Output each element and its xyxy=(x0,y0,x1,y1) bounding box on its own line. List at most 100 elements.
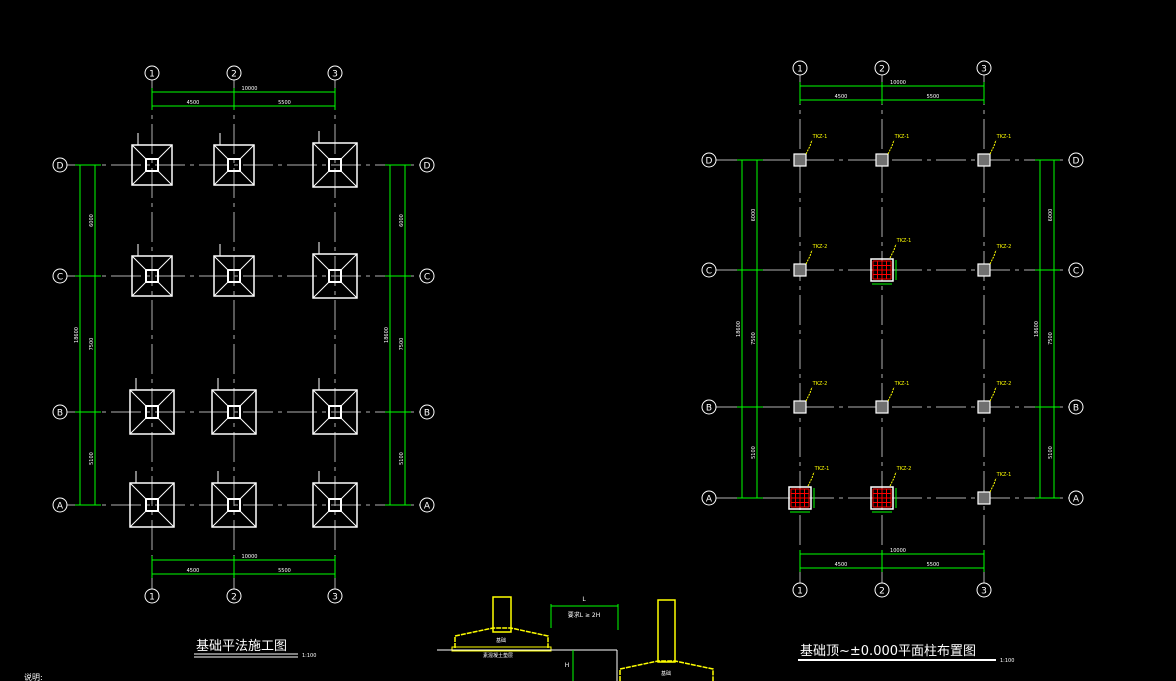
column-label-TKZ-1: TKZ-1 xyxy=(894,134,910,140)
footing-slope-line xyxy=(157,170,173,186)
axis-bottom-3-bubble xyxy=(976,582,992,598)
axis-left-D-bubble xyxy=(701,152,717,168)
footing-slope-line xyxy=(312,142,330,160)
column-leader xyxy=(887,139,895,155)
dim-text-span-vertical: 5100 xyxy=(1048,446,1054,459)
detail-dim-h-label: H xyxy=(565,662,570,669)
footing-slope-line xyxy=(340,482,358,500)
footing-column xyxy=(328,158,342,172)
dim-text-total-vertical: 18600 xyxy=(1034,321,1040,337)
axis-right-A-label: A xyxy=(1073,495,1080,505)
axis-top-3-label: 3 xyxy=(981,65,987,75)
column-label-TKZ-1: TKZ-1 xyxy=(814,466,830,472)
column-section xyxy=(875,153,889,167)
dim-text-span: 5500 xyxy=(278,100,291,106)
column-section xyxy=(977,153,991,167)
dim-text-span: 4500 xyxy=(835,562,848,568)
dim-text-span: 5500 xyxy=(927,562,940,568)
axis-top-2-bubble xyxy=(226,65,242,81)
axis-bottom-3-label: 3 xyxy=(332,593,338,603)
column-label-TKZ-2: TKZ-2 xyxy=(996,244,1012,250)
axis-left-C-label: C xyxy=(706,267,712,277)
dim-text-span: 5500 xyxy=(278,568,291,574)
left-plan-scale: 1:100 xyxy=(302,653,316,659)
footing-outline xyxy=(312,253,358,299)
axis-left-C-label: C xyxy=(57,273,63,283)
axis-right-A-label: A xyxy=(424,502,431,512)
column-section xyxy=(977,400,991,414)
dim-text-span-vertical: 5100 xyxy=(399,452,405,465)
detail-footing-1 xyxy=(454,627,549,648)
footing-slope-line xyxy=(131,255,147,271)
footing-slope-line xyxy=(213,281,229,297)
column-leader xyxy=(805,249,813,265)
axis-left-A-label: A xyxy=(706,495,713,505)
detail-dim-l-label: L xyxy=(582,596,586,603)
axis-left-C-bubble xyxy=(52,268,68,284)
footing-slope-line xyxy=(129,389,147,407)
footing-slope-line xyxy=(157,510,175,528)
axis-bottom-2-label: 2 xyxy=(231,593,237,603)
axis-right-B-label: B xyxy=(1073,404,1079,414)
axis-bottom-1-label: 1 xyxy=(797,587,803,597)
dim-text-span: 4500 xyxy=(187,568,200,574)
axis-left-B-bubble xyxy=(701,399,717,415)
axis-left-A-bubble xyxy=(701,490,717,506)
axis-right-B-label: B xyxy=(424,409,430,419)
dim-text-span-vertical: 7500 xyxy=(751,332,757,345)
axis-left-B-label: B xyxy=(706,404,712,414)
dim-text-span-vertical: 6000 xyxy=(751,209,757,222)
right-plan-scale: 1:100 xyxy=(1000,658,1014,664)
footing-outline xyxy=(211,482,257,528)
footing-column xyxy=(227,498,241,512)
axis-left-A-bubble xyxy=(52,497,68,513)
dim-text-total: 10000 xyxy=(890,80,906,86)
dim-text-span-vertical: 7500 xyxy=(1048,332,1054,345)
axis-right-D-bubble xyxy=(1068,152,1084,168)
footing-slope-line xyxy=(312,482,330,500)
column-leader xyxy=(989,477,997,493)
column-section xyxy=(875,400,889,414)
detail-footing-2 xyxy=(619,660,714,681)
dim-text-total: 10000 xyxy=(890,548,906,554)
footing-slope-line xyxy=(157,389,175,407)
axis-top-1-bubble xyxy=(144,65,160,81)
dim-text-total-vertical: 18600 xyxy=(74,327,80,343)
footing-slope-line xyxy=(340,510,358,528)
footing-slope-line xyxy=(340,142,358,160)
footing-outline xyxy=(211,389,257,435)
axis-top-1-label: 1 xyxy=(149,70,155,80)
axis-right-D-label: D xyxy=(424,162,431,172)
column-leader xyxy=(889,243,897,259)
footing-outline xyxy=(213,144,255,186)
column-leader xyxy=(805,139,813,155)
column-section xyxy=(793,400,807,414)
detail-note: 要求L ≥ 2H xyxy=(568,611,601,619)
axis-right-B-bubble xyxy=(419,404,435,420)
axis-bottom-1-label: 1 xyxy=(149,593,155,603)
footing-slope-line xyxy=(312,510,330,528)
footing-slope-line xyxy=(239,417,257,435)
dim-text-span-vertical: 6000 xyxy=(1048,209,1054,222)
footing-column xyxy=(328,269,342,283)
footing-slope-line xyxy=(239,144,255,160)
axis-bottom-3-label: 3 xyxy=(981,587,987,597)
axis-right-C-bubble xyxy=(419,268,435,284)
footing-slope-line xyxy=(340,417,358,435)
footing-outline xyxy=(131,255,173,297)
detail-pad-label: 素混凝土垫层 xyxy=(483,652,513,659)
footing-slope-line xyxy=(213,255,229,271)
detail-column-2 xyxy=(657,599,676,663)
column-label-TKZ-1: TKZ-1 xyxy=(896,238,912,244)
column-label-TKZ-2: TKZ-2 xyxy=(812,244,828,250)
footing-column xyxy=(145,498,159,512)
footing-slope-line xyxy=(129,417,147,435)
footing-slope-line xyxy=(157,144,173,160)
detail-pad-1 xyxy=(451,646,552,652)
axis-right-C-label: C xyxy=(424,273,430,283)
axis-bottom-2-bubble xyxy=(226,588,242,604)
footing-outline xyxy=(312,482,358,528)
